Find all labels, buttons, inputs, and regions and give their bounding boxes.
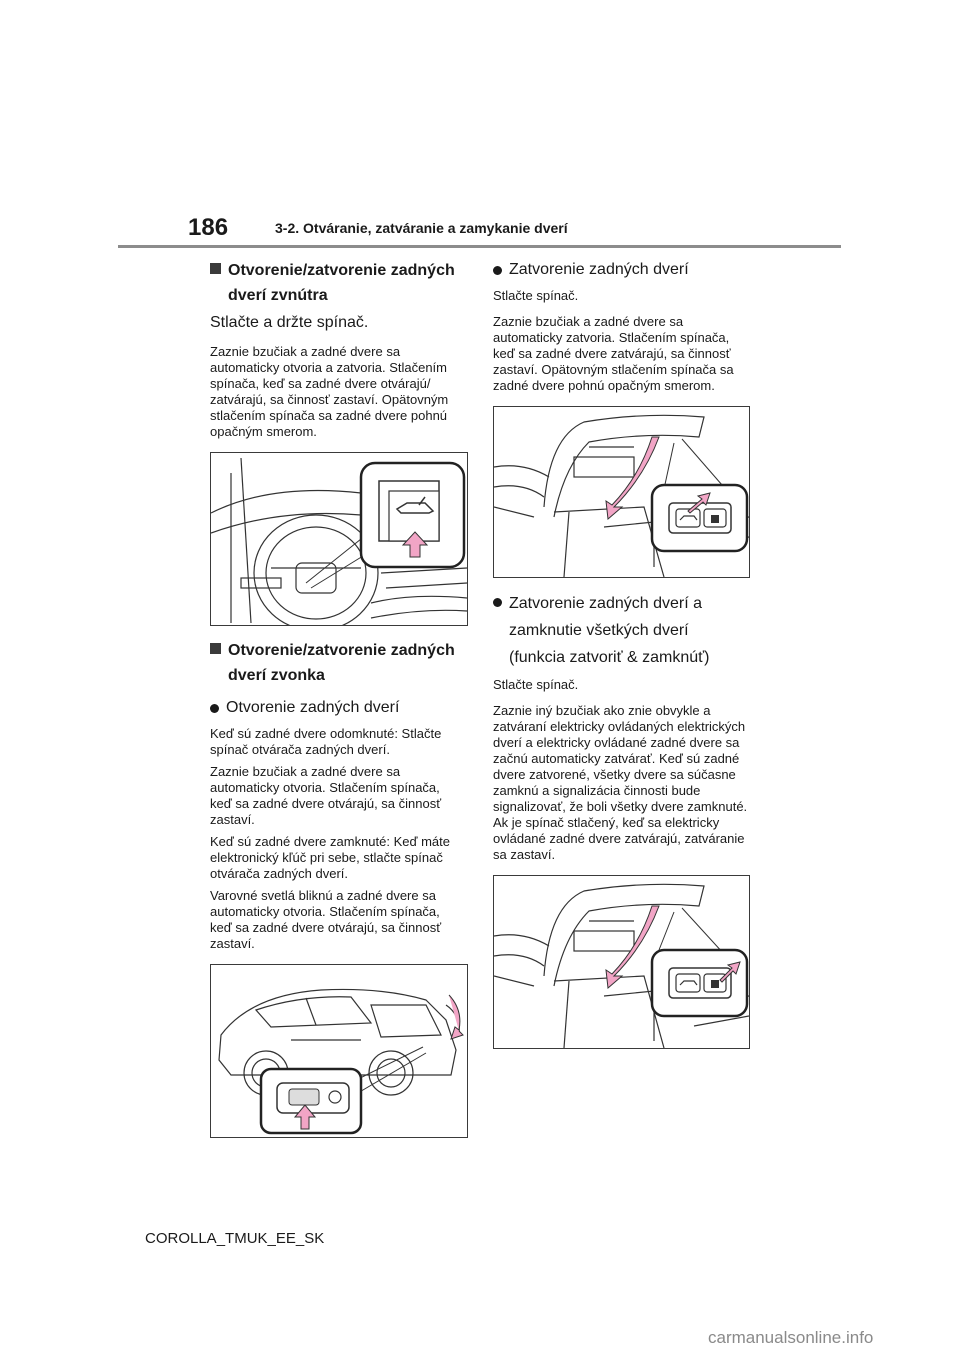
paragraph: Zaznie bzučiak a zadné dvere sa automati… — [210, 344, 449, 439]
bullet-heading-open: Otvorenie zadných dverí — [210, 696, 465, 720]
bullet-heading-close: Zatvorenie zadných dverí — [493, 258, 748, 282]
figure-tailgate-close-lock-switch — [493, 875, 750, 1049]
paragraph: Varovné svetlá bliknú a zadné dvere sa a… — [210, 888, 442, 951]
watermark: carmanualsonline.info — [708, 1328, 874, 1347]
paragraph: Stlačte spínač. — [493, 288, 579, 303]
left-column: Otvorenie/zatvorenie zadných dverí zvnút… — [210, 258, 468, 1150]
section-title: 3-2. Otváranie, zatváranie a zamykanie d… — [275, 220, 568, 236]
paragraph: Stlačte spínač. — [493, 677, 579, 692]
dashboard-illustration — [211, 457, 467, 625]
round-bullet-icon — [493, 266, 502, 275]
round-bullet-icon — [210, 704, 219, 713]
right-column: Zatvorenie zadných dverí Stlačte spínač.… — [493, 258, 750, 1061]
paragraph: Keď sú zadné dvere zamknuté: Keď máte el… — [210, 834, 450, 881]
footer-model-code: COROLLA_TMUK_EE_SK — [145, 1230, 325, 1247]
tailgate-illustration — [494, 414, 749, 577]
lead-instruction: Stlačte a držte spínač. — [210, 314, 369, 331]
tailgate-lock-illustration — [494, 883, 749, 1048]
square-bullet-icon — [210, 643, 221, 654]
paragraph: Zaznie bzučiak a zadné dvere sa automati… — [493, 314, 734, 393]
car-exterior-illustration — [218, 988, 464, 1135]
header-divider — [118, 245, 841, 248]
figure-car-exterior — [210, 964, 468, 1138]
figure-dashboard-switch — [210, 452, 468, 626]
page-number: 186 — [188, 214, 229, 241]
paragraph: Keď sú zadné dvere odomknuté: Stlačte sp… — [210, 726, 442, 757]
figure-tailgate-close-switch — [493, 406, 750, 578]
paragraph: Zaznie bzučiak a zadné dvere sa automati… — [210, 764, 442, 827]
square-bullet-icon — [210, 263, 221, 274]
heading-outside: Otvorenie/zatvorenie zadných dverí zvonk… — [210, 638, 465, 688]
round-bullet-icon — [493, 598, 502, 607]
bullet-heading-close-lock: Zatvorenie zadných dverí a zamknutie vše… — [493, 590, 748, 671]
paragraph: Zaznie iný bzučiak ako znie obvykle a za… — [493, 703, 748, 862]
heading-inside: Otvorenie/zatvorenie zadných dverí zvnút… — [210, 258, 465, 308]
